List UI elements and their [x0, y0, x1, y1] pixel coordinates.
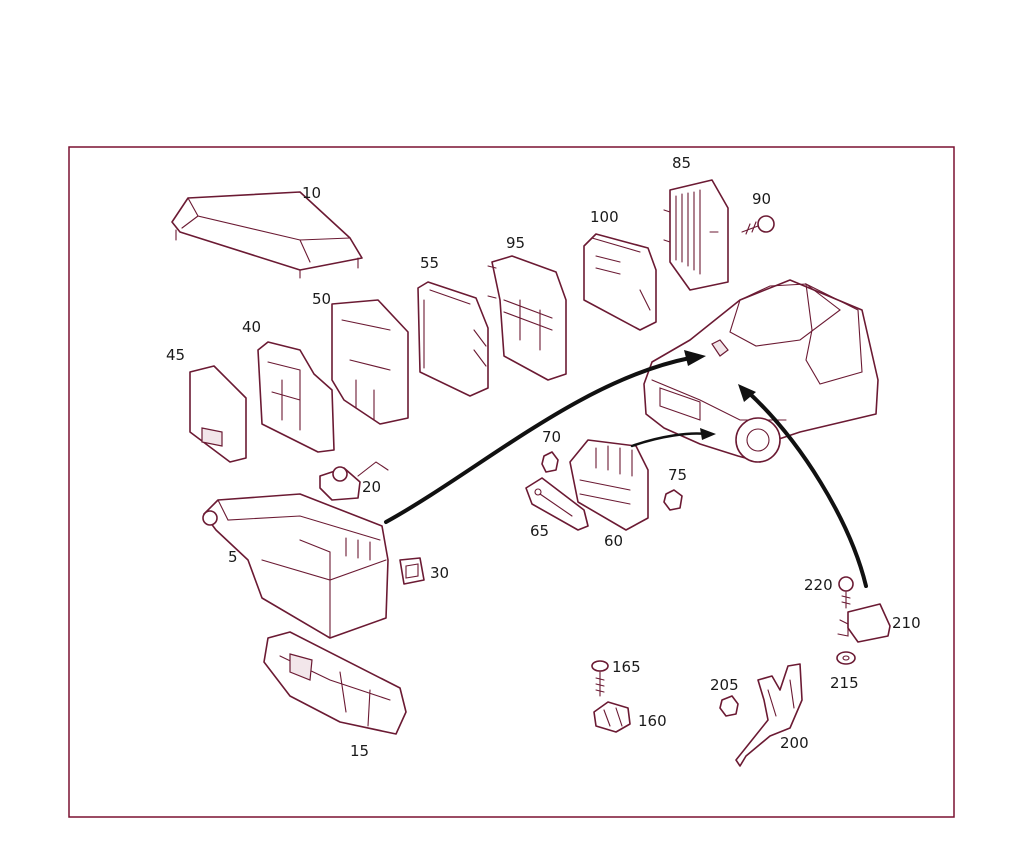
part-160-clip: [593, 701, 631, 733]
label-part-20: 20: [362, 478, 381, 496]
label-part-220: 220: [804, 576, 833, 594]
part-15-lower-cover: [263, 631, 407, 735]
part-60-control-unit: [569, 439, 649, 531]
arrow-housing-to-vehicle: [384, 356, 692, 524]
pointer-arrows: [384, 350, 868, 588]
label-part-100: 100: [590, 208, 619, 226]
part-10-cover: [171, 191, 363, 279]
part-30-clip: [399, 557, 425, 585]
label-part-90: 90: [752, 190, 771, 208]
part-45-control-unit: [189, 365, 247, 463]
label-part-200: 200: [780, 734, 809, 752]
part-5-housing: [202, 493, 389, 639]
label-part-60: 60: [604, 532, 623, 550]
part-100-module: [583, 233, 657, 331]
label-part-75: 75: [668, 466, 687, 484]
label-part-215: 215: [830, 674, 859, 692]
label-part-205: 205: [710, 676, 739, 694]
label-part-40: 40: [242, 318, 261, 336]
diagram-frame: [68, 146, 955, 818]
part-95-control-unit: [487, 255, 567, 381]
part-65-bracket: [525, 477, 589, 531]
part-85-control-unit: [663, 179, 729, 291]
part-165-screw: [591, 660, 609, 697]
part-200-bracket: [735, 663, 803, 767]
label-part-15: 15: [350, 742, 369, 760]
label-part-55: 55: [420, 254, 439, 272]
label-part-160: 160: [638, 712, 667, 730]
part-215-nut: [836, 651, 856, 665]
part-205-nut: [719, 695, 739, 717]
label-part-30: 30: [430, 564, 449, 582]
part-20-sensor: [319, 461, 389, 501]
part-75-nut: [663, 489, 683, 511]
label-part-10: 10: [302, 184, 321, 202]
label-part-45: 45: [166, 346, 185, 364]
part-50-bracket: [331, 299, 409, 425]
label-part-165: 165: [612, 658, 641, 676]
label-part-65: 65: [530, 522, 549, 540]
part-55-control-unit: [417, 281, 489, 397]
label-part-210: 210: [892, 614, 921, 632]
label-part-70: 70: [542, 428, 561, 446]
arrow-relay-to-vehicle: [746, 390, 868, 588]
vehicle-illustration: [643, 279, 879, 463]
part-70-nut: [541, 451, 559, 473]
part-40-bracket: [257, 341, 335, 453]
part-220-bolt: [838, 576, 854, 609]
part-210-relay: [837, 603, 891, 643]
label-part-5: 5: [228, 548, 238, 566]
label-part-50: 50: [312, 290, 331, 308]
label-part-95: 95: [506, 234, 525, 252]
label-part-85: 85: [672, 154, 691, 172]
part-90-screw: [741, 215, 775, 235]
